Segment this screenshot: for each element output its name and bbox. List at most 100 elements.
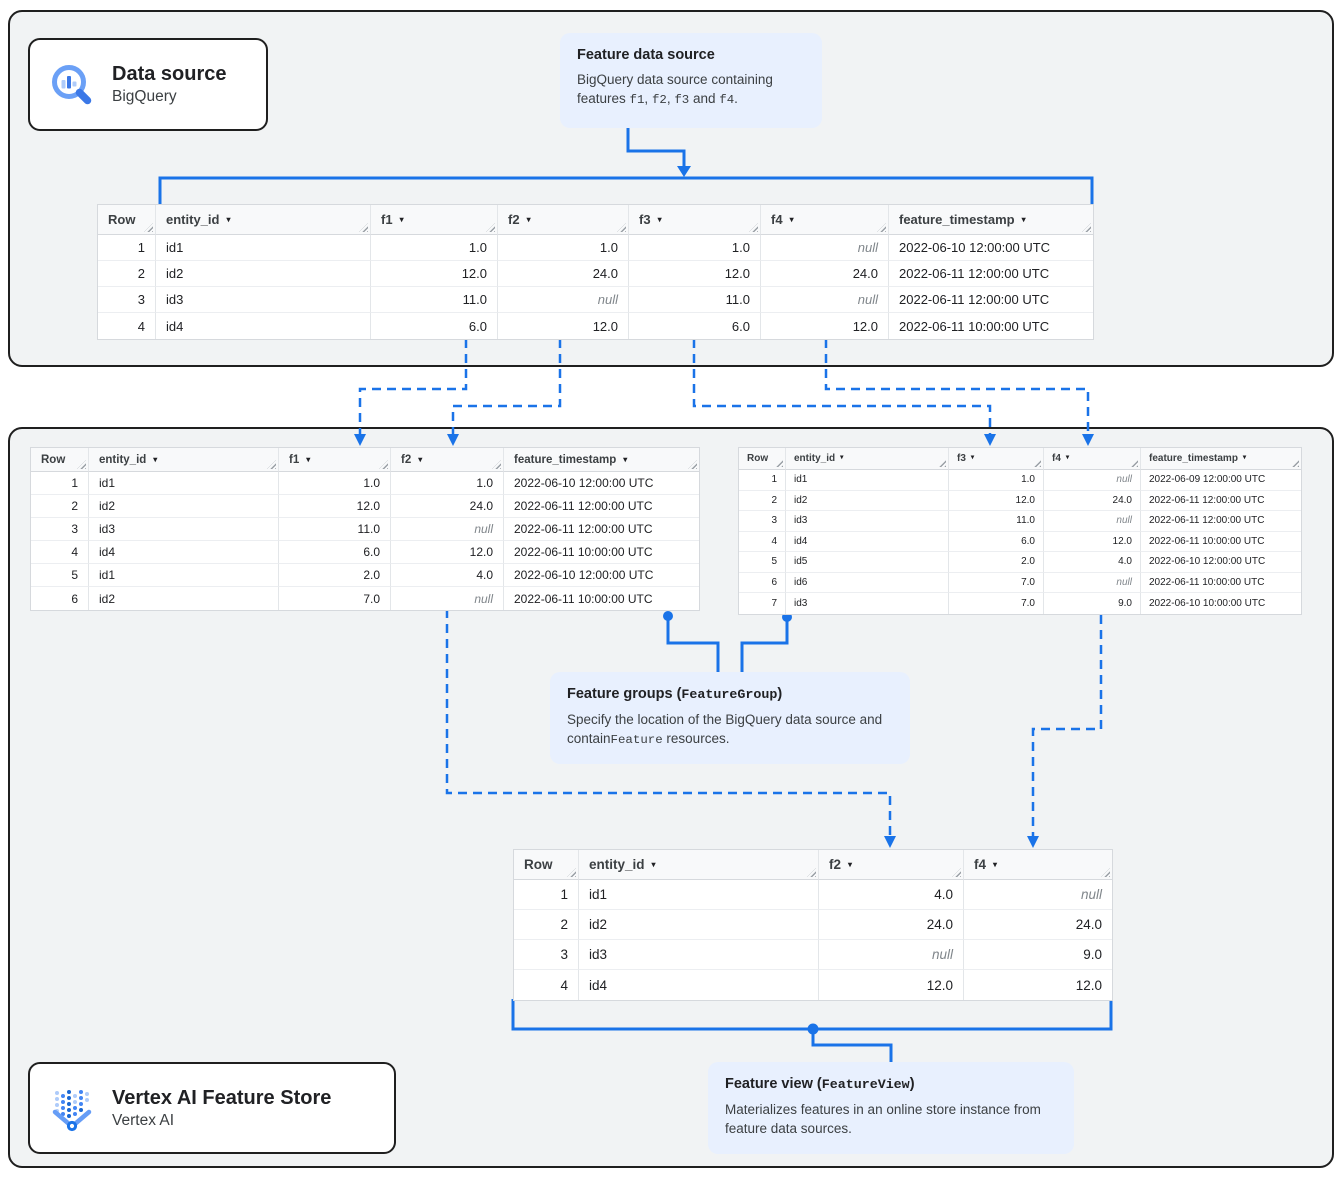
column-resize-handle-icon[interactable]	[939, 460, 946, 467]
sort-dropdown-icon[interactable]: ▾	[993, 859, 998, 869]
column-resize-handle-icon[interactable]	[877, 223, 886, 232]
column-header-f2[interactable]: f2▾	[498, 205, 629, 235]
table-cell: 5	[31, 564, 89, 587]
feature-store-card-subtitle: Vertex AI	[112, 1111, 175, 1129]
column-header-f4[interactable]: f4▾	[761, 205, 889, 235]
sort-dropdown-icon[interactable]: ▾	[1065, 454, 1070, 462]
column-header-feature_timestamp[interactable]: feature_timestamp▾	[1141, 448, 1301, 470]
column-header-f4[interactable]: f4▾	[964, 850, 1112, 880]
table-cell: 6.0	[629, 313, 761, 339]
sort-dropdown-icon[interactable]: ▾	[840, 454, 844, 462]
column-header-f1[interactable]: f1▾	[371, 205, 498, 235]
sort-dropdown-icon[interactable]: ▾	[153, 454, 158, 464]
column-label: feature_timestamp	[899, 212, 1015, 227]
table-cell: null	[1044, 470, 1141, 491]
bigquery-icon	[48, 61, 96, 109]
table-cell: 6	[739, 572, 786, 593]
column-header-Row: Row	[739, 448, 786, 470]
table-cell: null	[761, 287, 889, 313]
table-cell: 2022-06-11 12:00:00 UTC	[1141, 511, 1301, 532]
column-resize-handle-icon[interactable]	[776, 460, 783, 467]
table-cell: 11.0	[279, 518, 391, 541]
column-header-entity_id[interactable]: entity_id▾	[786, 448, 949, 470]
column-resize-handle-icon[interactable]	[1034, 460, 1041, 467]
column-label: f3	[639, 212, 651, 227]
column-header-f2[interactable]: f2▾	[391, 448, 504, 472]
table-cell: 7	[739, 593, 786, 614]
text: Feature data source	[577, 47, 715, 63]
column-resize-handle-icon[interactable]	[567, 868, 576, 877]
column-resize-handle-icon[interactable]	[688, 460, 697, 469]
text: Specify the location of the BigQuery dat…	[567, 712, 883, 747]
table-cell: id2	[89, 587, 279, 610]
table-cell: 1	[31, 472, 89, 495]
sort-dropdown-icon[interactable]: ▾	[526, 214, 531, 224]
sort-dropdown-icon[interactable]: ▾	[848, 859, 853, 869]
sort-dropdown-icon[interactable]: ▾	[306, 454, 311, 464]
text: )	[777, 686, 783, 702]
column-header-entity_id[interactable]: entity_id▾	[156, 205, 371, 235]
code-text: f1	[629, 93, 645, 108]
feature-view-callout: Feature view (FeatureView) Materializes …	[708, 1062, 1074, 1154]
sort-dropdown-icon[interactable]: ▾	[651, 859, 656, 869]
column-header-entity_id[interactable]: entity_id▾	[89, 448, 279, 472]
column-label: f3	[957, 453, 966, 464]
table-cell: 2022-06-10 12:00:00 UTC	[504, 564, 699, 587]
column-header-f3[interactable]: f3 ▾	[949, 448, 1044, 470]
column-header-f3[interactable]: f3 ▾	[629, 205, 761, 235]
table-cell: 2022-06-10 10:00:00 UTC	[1149, 597, 1266, 609]
column-resize-handle-icon[interactable]	[1292, 460, 1299, 467]
column-resize-handle-icon[interactable]	[379, 460, 388, 469]
column-header-entity_id[interactable]: entity_id▾	[579, 850, 819, 880]
column-header-feature_timestamp[interactable]: feature_timestamp ▾	[504, 448, 699, 472]
column-header-f1[interactable]: f1▾	[279, 448, 391, 472]
table-cell: 2	[98, 261, 156, 287]
column-resize-handle-icon[interactable]	[492, 460, 501, 469]
column-resize-handle-icon[interactable]	[952, 868, 961, 877]
column-resize-handle-icon[interactable]	[1131, 460, 1138, 467]
sort-dropdown-icon[interactable]: ▾	[1021, 214, 1026, 224]
sort-dropdown-icon[interactable]: ▾	[1242, 454, 1247, 462]
column-resize-handle-icon[interactable]	[807, 868, 816, 877]
column-resize-handle-icon[interactable]	[749, 223, 758, 232]
column-resize-handle-icon[interactable]	[1082, 223, 1091, 232]
column-header-f2[interactable]: f2▾	[819, 850, 964, 880]
sort-dropdown-icon[interactable]: ▾	[399, 214, 404, 224]
sort-dropdown-icon[interactable]: ▾	[418, 454, 423, 464]
sort-dropdown-icon[interactable]: ▾	[970, 454, 975, 462]
column-resize-handle-icon[interactable]	[267, 460, 276, 469]
code-text: f2	[651, 93, 667, 108]
table-cell: 1.0	[629, 235, 761, 261]
table-cell: id4	[579, 970, 819, 1000]
column-resize-handle-icon[interactable]	[144, 223, 153, 232]
column-header-feature_timestamp[interactable]: feature_timestamp ▾	[889, 205, 1093, 235]
table-cell: 1.0	[371, 235, 498, 261]
column-resize-handle-icon[interactable]	[77, 460, 86, 469]
data-source-card-title: Data source	[112, 63, 227, 86]
column-resize-handle-icon[interactable]	[617, 223, 626, 232]
sort-dropdown-icon[interactable]: ▾	[789, 214, 794, 224]
sort-dropdown-icon[interactable]: ▾	[226, 214, 231, 224]
column-resize-handle-icon[interactable]	[1101, 868, 1110, 877]
table-cell: 11.0	[371, 287, 498, 313]
column-label: feature_timestamp	[514, 453, 617, 466]
table-cell: 2022-06-11 12:00:00 UTC	[504, 495, 699, 518]
column-resize-handle-icon[interactable]	[359, 223, 368, 232]
column-resize-handle-icon[interactable]	[486, 223, 495, 232]
sort-dropdown-icon[interactable]: ▾	[623, 454, 628, 464]
table-cell: 11.0	[629, 287, 761, 313]
table-cell: 6	[31, 587, 89, 610]
table-cell: 2022-06-11 12:00:00 UTC	[889, 287, 1093, 313]
table-cell: 1	[739, 470, 786, 491]
column-header-f4[interactable]: f4▾	[1044, 448, 1141, 470]
sort-dropdown-icon[interactable]: ▾	[657, 214, 662, 224]
